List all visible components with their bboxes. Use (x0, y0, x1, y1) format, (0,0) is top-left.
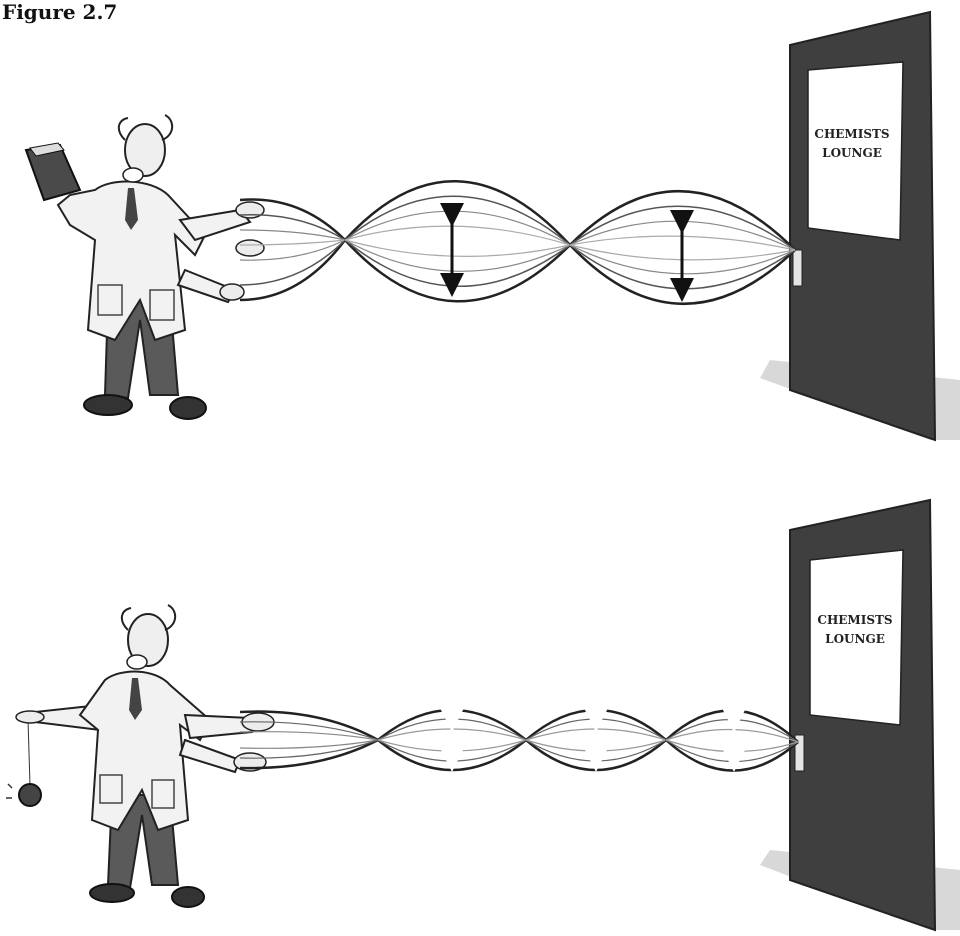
door-sign-line1-top: CHEMISTS (814, 127, 889, 141)
panel-bottom: CHEMISTS LOUNGE (6, 498, 960, 932)
door-handle-bottom (794, 734, 805, 772)
panel-top: CHEMISTS LOUNGE (24, 10, 960, 442)
standing-wave-top (239, 180, 796, 305)
door-sign-bottom (809, 549, 904, 726)
standing-wave-bottom (239, 708, 799, 772)
door-handle-top (792, 249, 803, 287)
figure-title: Figure 2.7 (2, 0, 118, 24)
door-top: CHEMISTS LOUNGE (760, 10, 960, 442)
book-icon (24, 142, 82, 202)
scientist-bottom (6, 604, 275, 908)
door-sign-top (807, 61, 904, 241)
door-sign-line1-bottom: CHEMISTS (817, 613, 892, 627)
door-sign-line2-bottom: LOUNGE (825, 632, 885, 646)
door-bottom: CHEMISTS LOUNGE (760, 498, 960, 932)
scientist-top (24, 114, 265, 420)
yo-yo-icon (18, 783, 42, 807)
door-sign-line2-top: LOUNGE (822, 146, 882, 160)
